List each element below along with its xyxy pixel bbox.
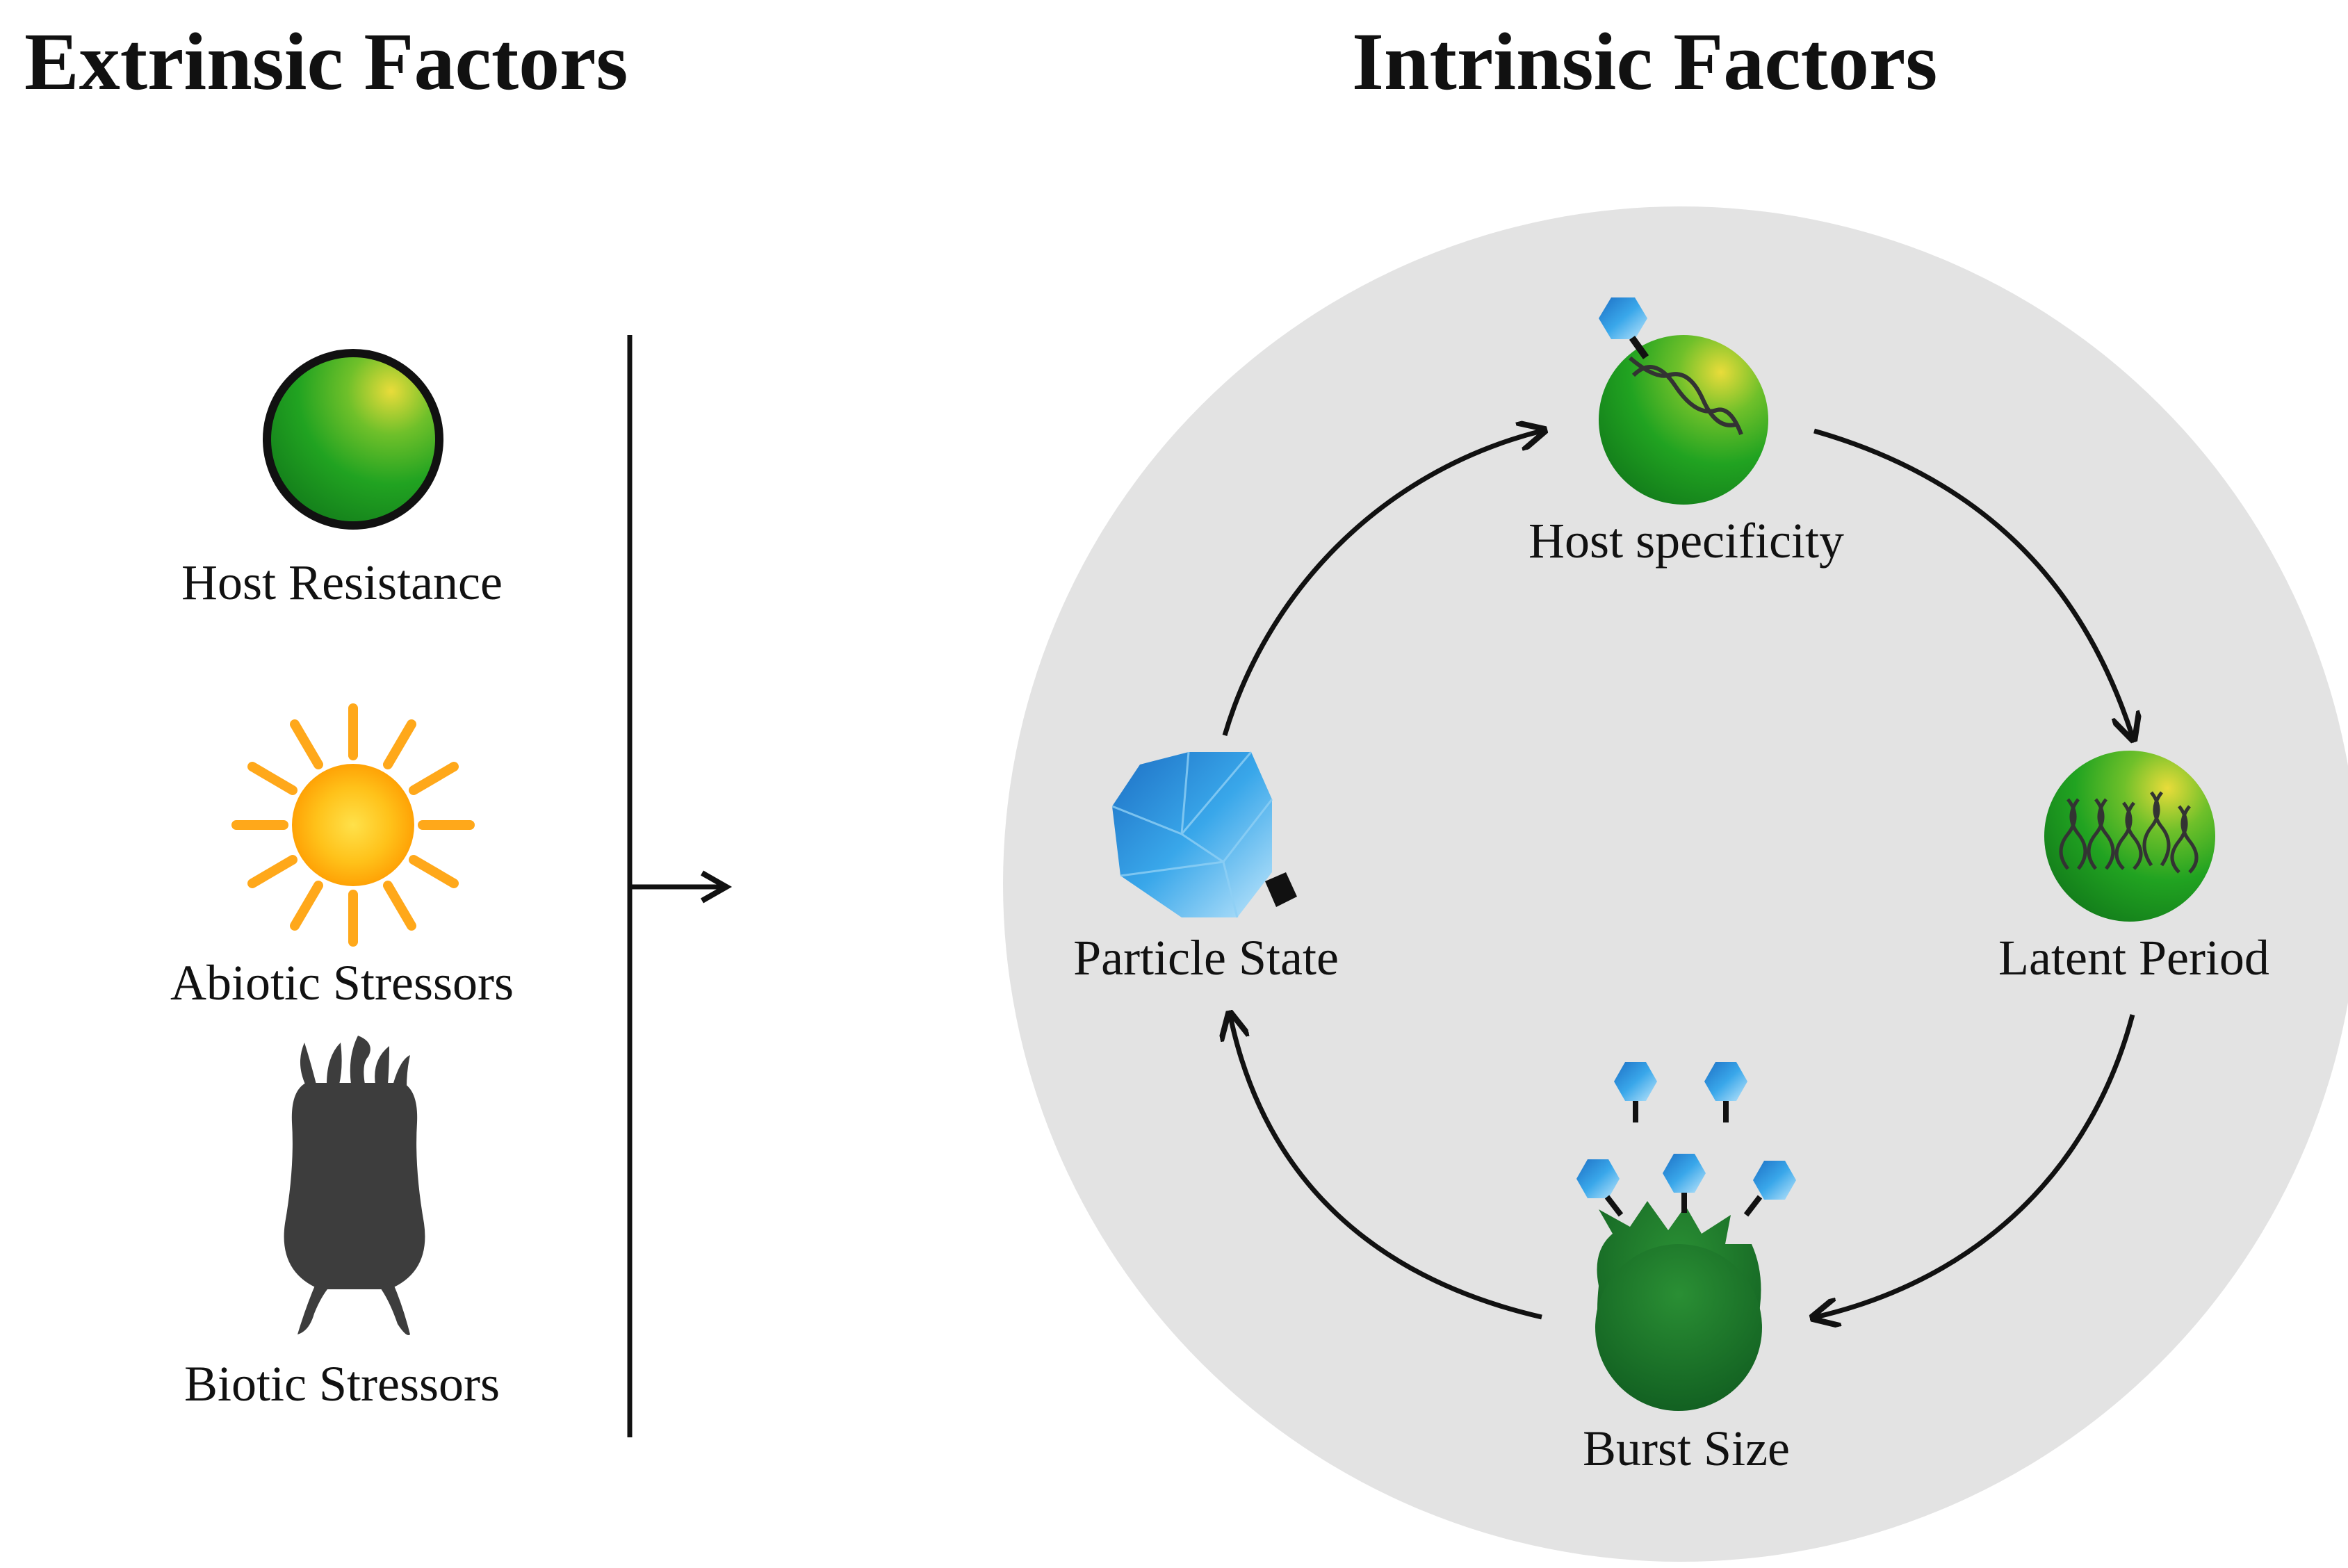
biotic-stressors-label: Biotic Stressors	[184, 1356, 500, 1412]
host-cell-icon	[263, 349, 443, 530]
abiotic-stressors-label: Abiotic Stressors	[170, 955, 514, 1011]
cycle-arrow-right-bottom	[1816, 1014, 2135, 1317]
latent-period-label: Latent Period	[1998, 930, 2269, 986]
cycle-arrow-bottom-left	[1230, 1016, 1542, 1320]
host-specificity-label: Host specificity	[1528, 513, 1844, 569]
replicating-dna-cell-icon	[2044, 751, 2215, 922]
host-resistance-label: Host Resistance	[181, 555, 503, 610]
extrinsic-heading: Extrinsic Factors	[24, 16, 628, 107]
right-arrow-icon	[630, 870, 733, 904]
bursting-cell-icon	[1576, 1062, 1796, 1411]
intrinsic-heading: Intrinsic Factors	[1352, 16, 1937, 107]
predator-organism-icon	[284, 1036, 425, 1335]
phage-capsid-icon	[1111, 751, 1297, 918]
sun-icon	[231, 703, 475, 947]
cycle-arrow-left-top	[1222, 431, 1542, 736]
phage-infecting-cell-icon	[1599, 297, 1768, 505]
cycle-arrow-top-right	[1813, 428, 2133, 737]
particle-state-label: Particle State	[1073, 930, 1339, 986]
burst-size-label: Burst Size	[1583, 1421, 1790, 1476]
